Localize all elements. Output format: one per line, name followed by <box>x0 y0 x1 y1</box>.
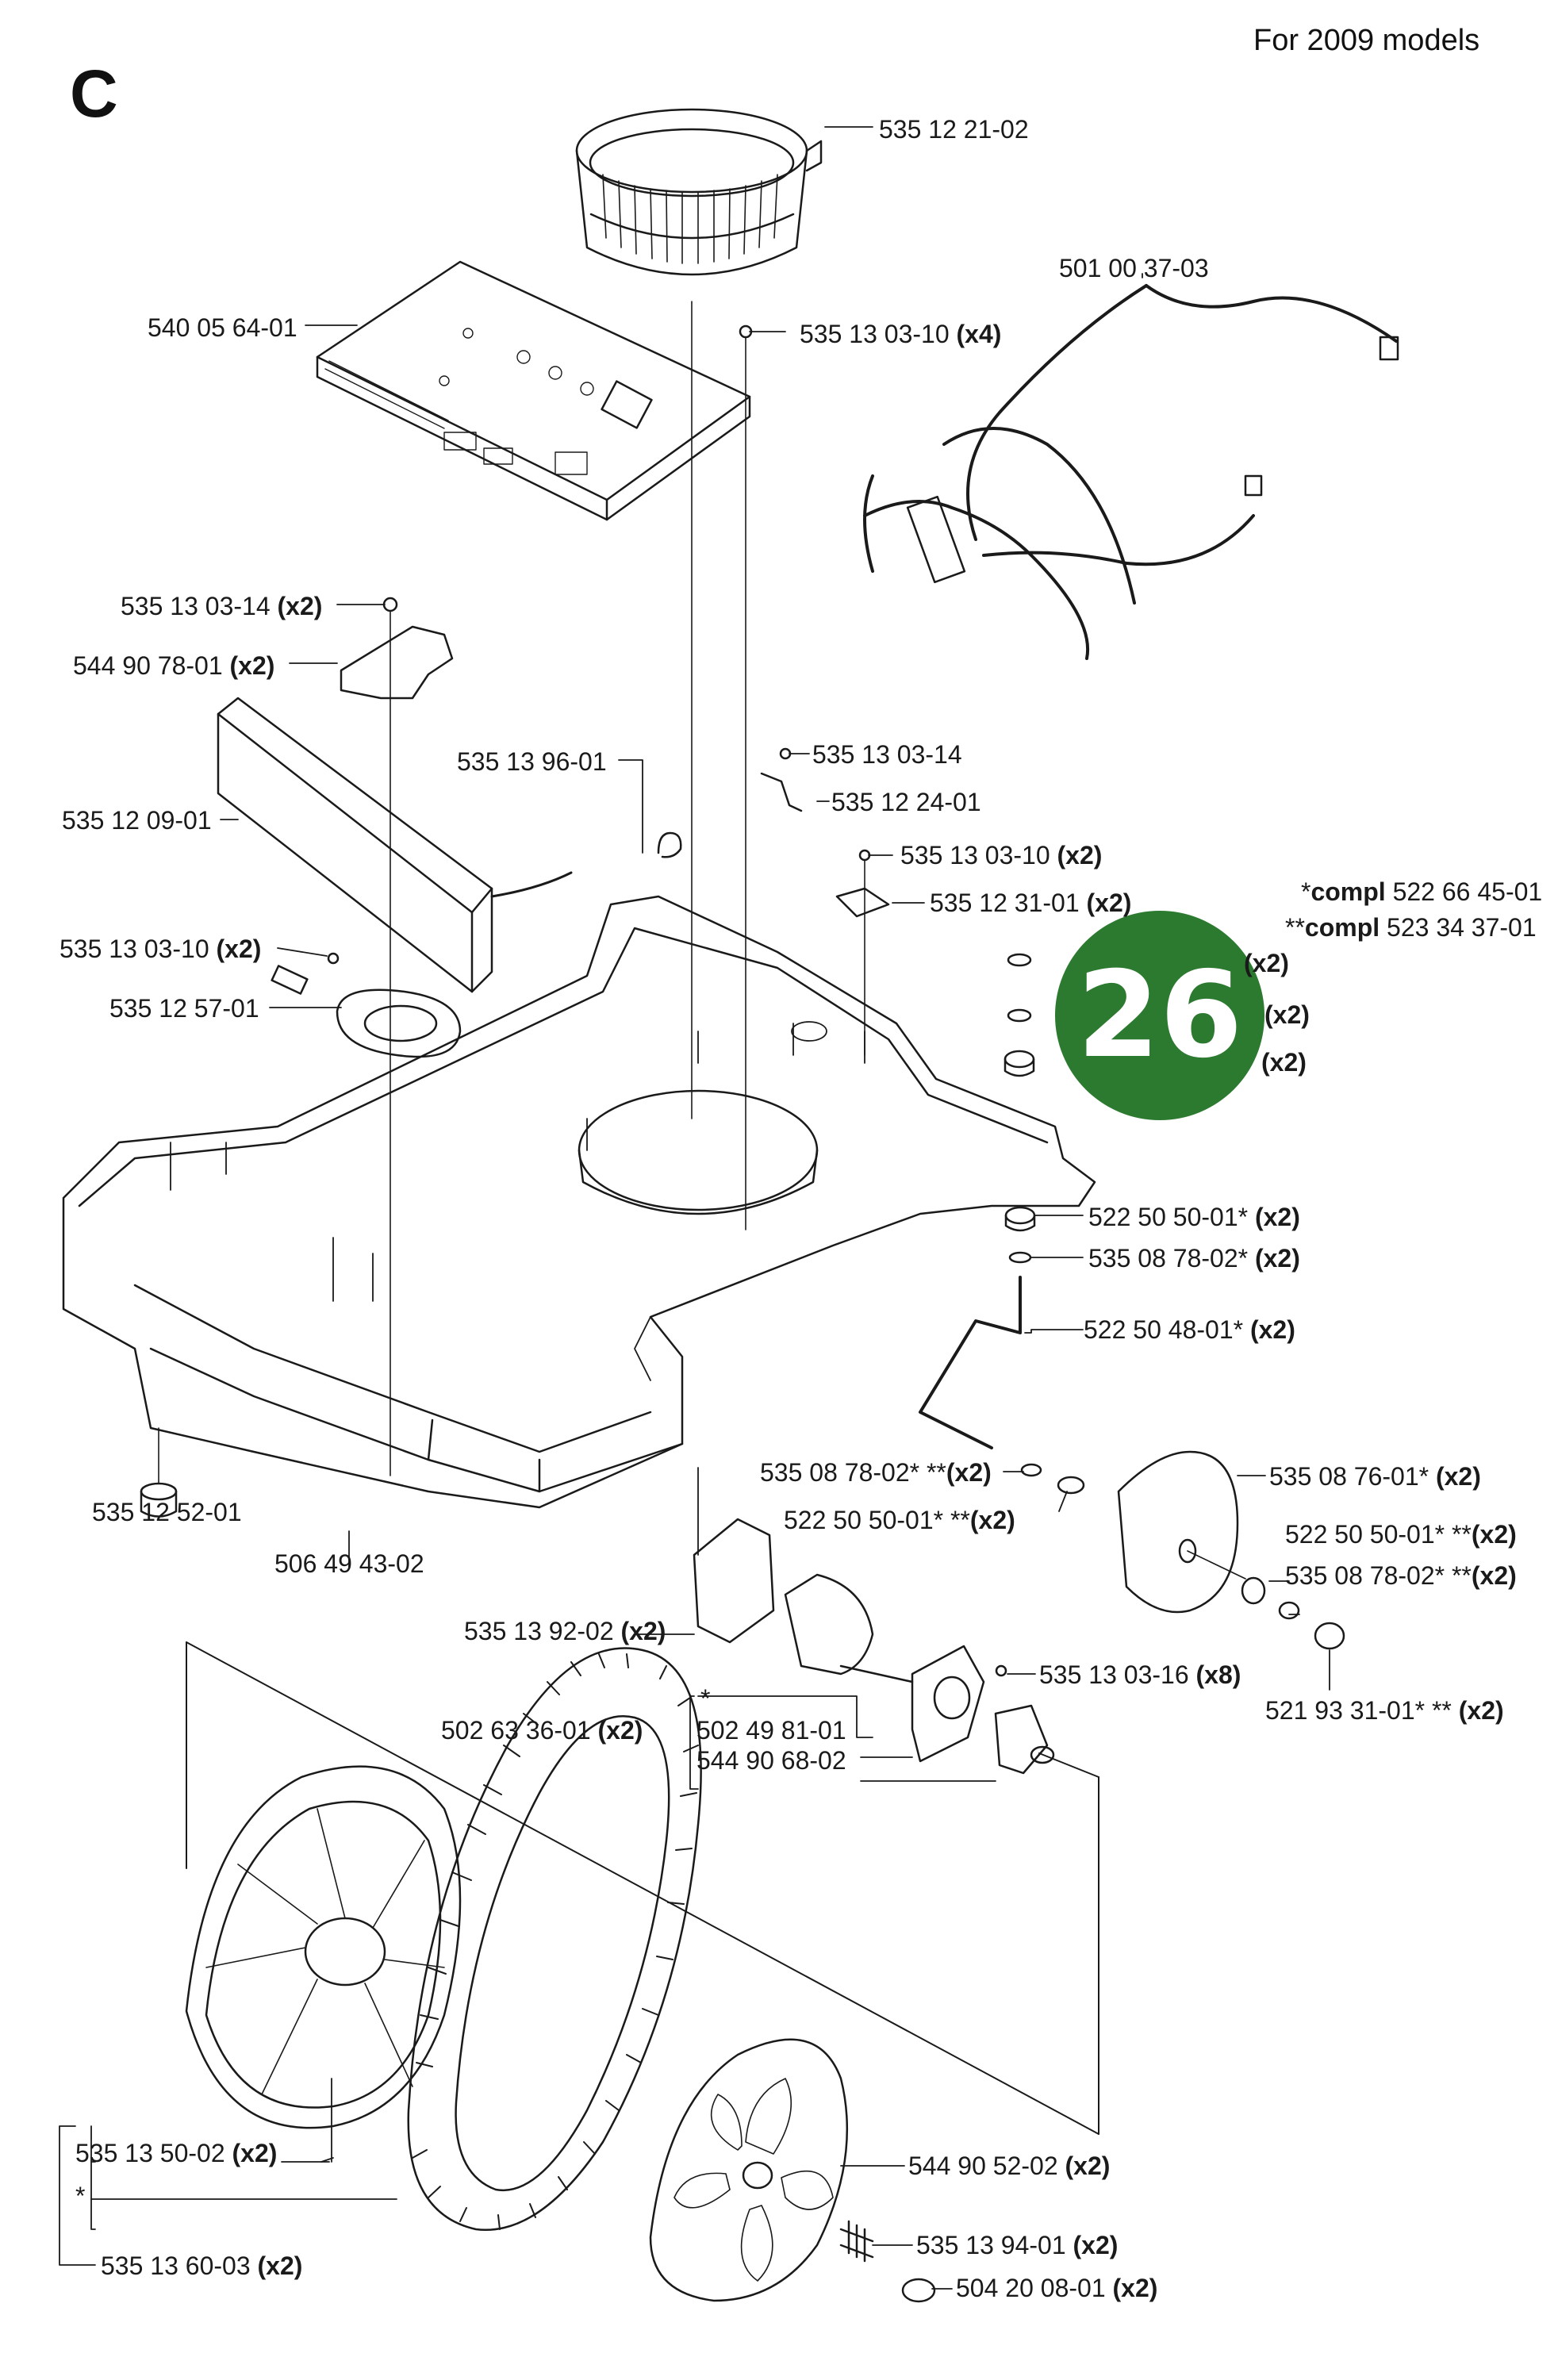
callout-label: 522 50 50-01* **(x2) <box>1285 1520 1517 1549</box>
circuit-board-part <box>316 260 753 1230</box>
callout-label: 535 12 52-01 <box>92 1498 242 1526</box>
callout-label: 535 08 78-02* **(x2) <box>760 1458 992 1487</box>
callout-label: 535 12 57-01 <box>109 994 259 1023</box>
callout-label: 535 13 50-02 (x2) <box>75 2139 278 2167</box>
callout-label: 535 13 96-01 <box>457 747 607 776</box>
callout-label: * <box>75 2182 86 2210</box>
motor-assembly-part <box>693 1518 1055 1775</box>
callout-label: 535 13 03-10 (x4) <box>800 320 1002 348</box>
speaker-part <box>271 952 462 1058</box>
callout-label: 540 05 64-01 <box>148 313 297 342</box>
axle-right-wheel-part <box>919 1206 1345 1650</box>
callout-label: 535 13 03-10 (x2) <box>59 935 262 963</box>
callout-label: 504 20 08-01 (x2) <box>956 2274 1158 2302</box>
callout-label: (x2) <box>1244 949 1289 977</box>
tread-tyre-part <box>407 1647 702 2232</box>
callout-label: 535 13 03-14 (x2) <box>121 592 323 620</box>
callout-label: 535 08 76-01* (x2) <box>1269 1462 1481 1491</box>
ring-collar-part <box>575 108 823 1119</box>
callout-label: 535 13 92-02 (x2) <box>464 1617 666 1645</box>
callout-label: 544 90 68-02 <box>696 1746 846 1775</box>
callout-label: (x2) <box>1264 1000 1310 1029</box>
callout-label: 544 90 78-01 (x2) <box>73 651 275 680</box>
callout-label: 521 93 31-01* ** (x2) <box>1265 1696 1504 1725</box>
callout-label: 535 12 09-01 <box>62 806 212 835</box>
page-number: 26 <box>1076 946 1243 1084</box>
callout-label: 522 50 50-01* (x2) <box>1088 1203 1300 1231</box>
callout-label: 535 13 03-16 (x8) <box>1039 1660 1241 1689</box>
wiring-harness-part <box>863 284 1399 660</box>
callout-label: 502 49 81-01 <box>696 1716 846 1745</box>
compl-note-2: **compl 523 34 37-01 <box>1285 913 1537 942</box>
models-note: For 2009 models <box>1253 24 1480 57</box>
washer-stack-part <box>1003 953 1035 1077</box>
callout-label: 535 12 24-01 <box>831 788 981 816</box>
callout-label: 501 00 37-03 <box>1059 254 1209 282</box>
callout-label: * <box>700 1684 711 1713</box>
callout-label: 535 08 78-02* (x2) <box>1088 1244 1300 1273</box>
callout-label: 502 63 36-01 (x2) <box>441 1716 643 1745</box>
assembly-bounding-lines <box>186 1641 1099 2135</box>
callout-label: 522 50 48-01* (x2) <box>1084 1315 1295 1344</box>
callout-label: 535 12 31-01 (x2) <box>930 889 1132 917</box>
callout-label: 506 49 43-02 <box>274 1549 424 1578</box>
page-number-badge: 26 <box>1055 911 1264 1120</box>
callout-label: 522 50 50-01* **(x2) <box>784 1506 1015 1534</box>
callout-label: 544 90 52-02 (x2) <box>908 2152 1111 2180</box>
leader-lines <box>59 126 1330 2290</box>
callout-label: 535 13 60-03 (x2) <box>101 2251 303 2280</box>
callout-label: (x2) <box>1261 1048 1307 1077</box>
compl-note-1: *compl 522 66 45-01 <box>1301 877 1543 906</box>
callout-label: 535 13 03-10 (x2) <box>900 841 1103 869</box>
sheet-letter: C <box>70 56 118 131</box>
callout-label: 535 12 21-02 <box>879 115 1029 144</box>
callout-label: 535 08 78-02* **(x2) <box>1285 1561 1517 1590</box>
chassis-body-part <box>62 895 1096 1518</box>
battery-pack-part <box>217 697 573 993</box>
hub-cap-part <box>649 2038 936 2303</box>
callout-label: 535 13 03-14 <box>812 740 962 769</box>
wheel-hub-part <box>185 1765 462 2129</box>
callout-label: 535 13 94-01 (x2) <box>916 2231 1119 2259</box>
